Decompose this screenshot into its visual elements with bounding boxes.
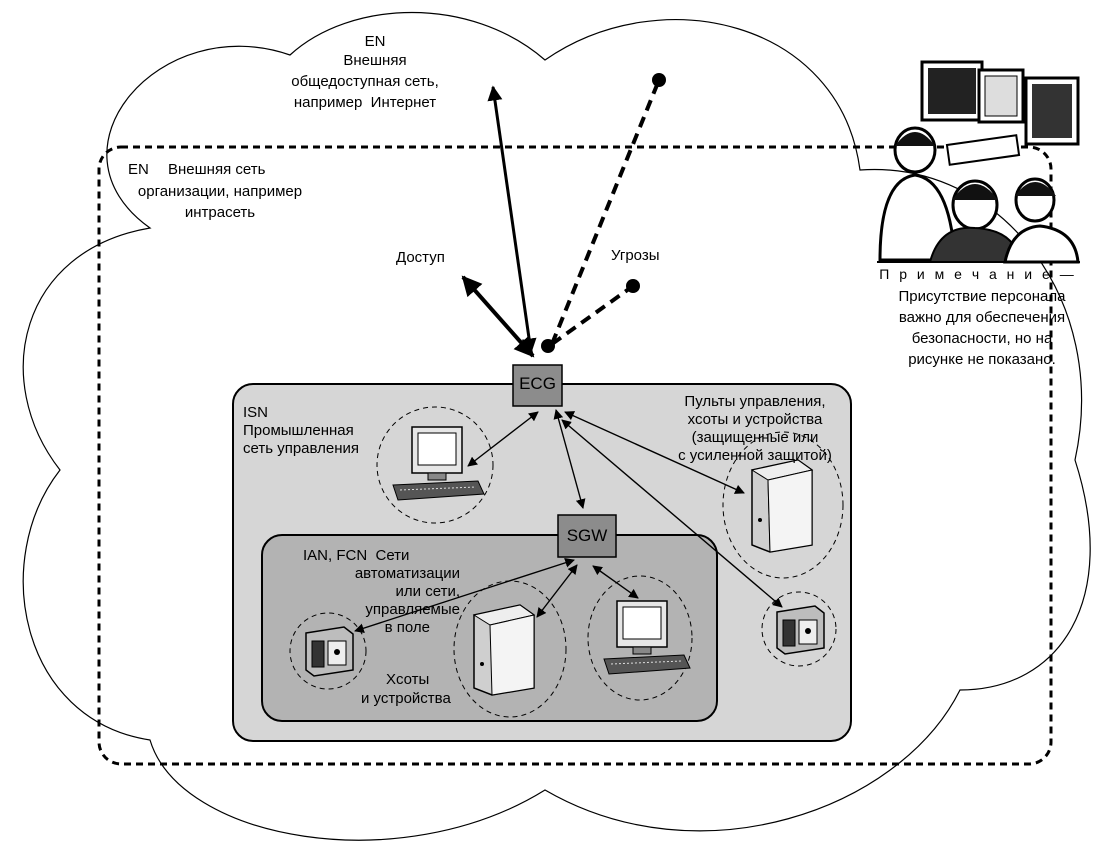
enterprise-network-boundary <box>97 145 1053 766</box>
access-label: Доступ <box>396 249 445 266</box>
isn-line-1: ISN <box>243 404 269 421</box>
threat-point-1 <box>652 73 666 87</box>
ian-field-device-icon <box>305 626 354 677</box>
field-device-zone <box>289 612 367 690</box>
hosts-line-2: и устройства <box>361 690 451 707</box>
threat-point-2 <box>626 279 640 293</box>
note-line-2: важно для обеспечения <box>898 309 1066 326</box>
hosts-line-1: Хсоты <box>386 671 430 688</box>
sgw-to-ian-workstation <box>592 565 639 599</box>
ian-line-5: в поле <box>384 619 430 636</box>
ecg-label: ECG <box>519 374 556 393</box>
note-line-1: Присутствие персонала <box>898 288 1066 305</box>
ian-workstation-zone <box>587 575 693 701</box>
isn-workstation-icon <box>392 426 485 501</box>
sgw-to-ian-server <box>536 564 578 618</box>
enterprise-network-line-2: организации, например <box>137 183 303 200</box>
ecg-to-isn-workstation <box>467 411 539 467</box>
note-line-4: рисунке не показано. <box>908 351 1056 368</box>
enterprise-network-code: EN <box>128 161 149 178</box>
ecg-box <box>512 364 563 407</box>
consoles-line-3: (защищенные или <box>691 429 819 446</box>
external-network-line-3: например Интернет <box>293 94 437 111</box>
ian-line-4: управляемые <box>365 601 460 618</box>
console-server-icon <box>750 459 814 553</box>
sgw-label: SGW <box>566 526 608 545</box>
ian-server-icon <box>472 604 536 696</box>
personnel-illustration <box>877 60 1080 264</box>
ian-line-1: IAN, FCN Сети <box>303 547 410 564</box>
threat-path-1 <box>550 79 661 345</box>
consoles-line-2: хсоты и устройства <box>687 411 823 428</box>
ecg-to-isn-device <box>561 419 783 608</box>
consoles-line-1: Пульты управления, <box>684 393 826 410</box>
isn-device-zone <box>761 591 837 667</box>
external-network-code: EN <box>364 33 386 50</box>
consoles-line-4: с усиленной защитой) <box>678 447 832 464</box>
threat-path-2 <box>550 284 635 346</box>
ian-line-3: или сети, <box>395 583 460 600</box>
isn-line-2: Промышленная <box>243 422 354 439</box>
threats-label: Угрозы <box>611 247 660 264</box>
ian-line-2: автоматизации <box>354 565 460 582</box>
note-heading: П р и м е ч а н и е — <box>879 266 1077 282</box>
external-network-line-1: Внешняя <box>343 52 407 69</box>
isn-field-device-icon <box>776 605 825 655</box>
internet-link-arrow <box>487 85 537 354</box>
enterprise-network-line-1: Внешняя сеть <box>168 161 266 178</box>
sgw-box <box>557 514 617 558</box>
ian-workstation-icon <box>603 600 691 675</box>
isn-line-3: сеть управления <box>243 440 360 457</box>
access-arrow <box>461 275 535 358</box>
external-network-cloud <box>22 11 1091 841</box>
note-line-3: безопасности, но на <box>911 330 1053 347</box>
threat-origin <box>541 339 555 353</box>
external-network-line-2: общедоступная сеть, <box>291 73 439 90</box>
enterprise-network-line-3: интрасеть <box>184 204 256 221</box>
